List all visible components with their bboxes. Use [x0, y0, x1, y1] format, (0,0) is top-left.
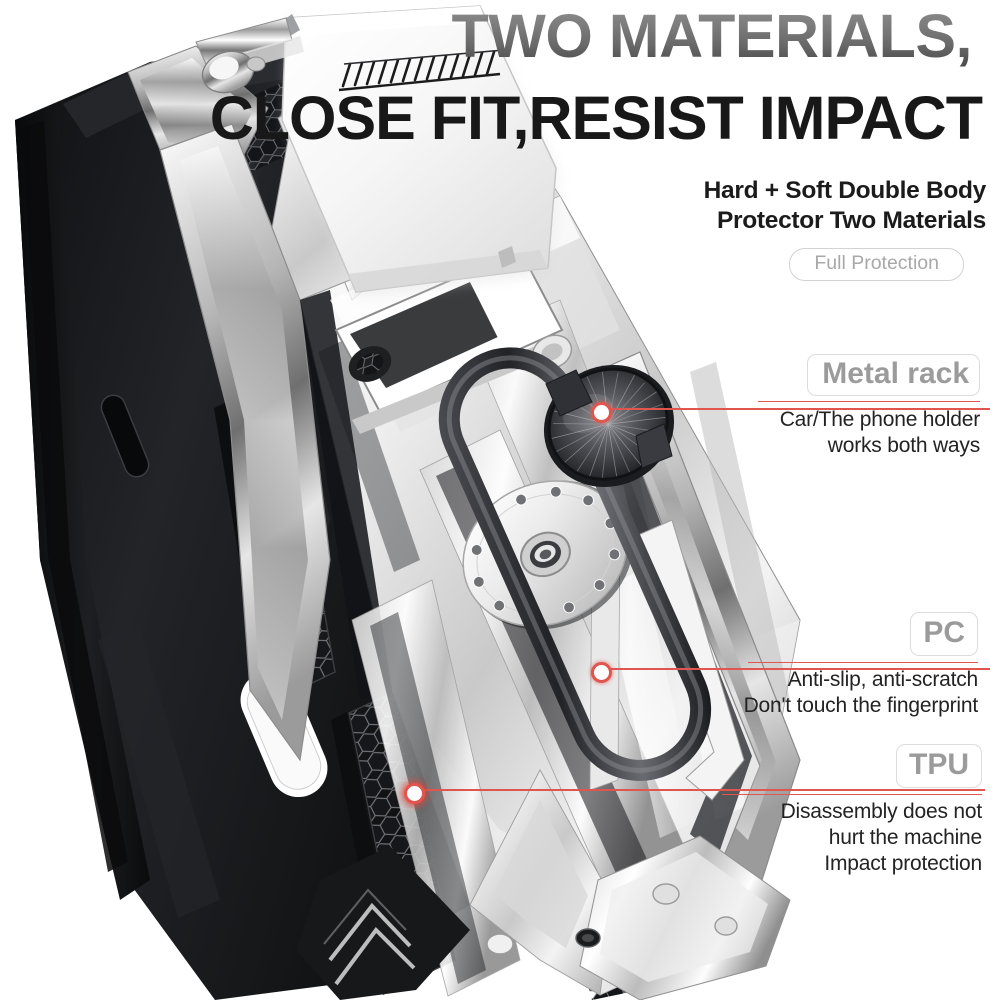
metal-rack-desc-line-1: Car/The phone holder [779, 408, 981, 432]
leader-line-metal-rack [604, 408, 990, 410]
tpu-tag-label: TPU [909, 748, 969, 781]
tpu-rule [722, 793, 982, 796]
pc-tag-box: PC [910, 612, 978, 656]
tpu-desc-line-3: Impact protection [824, 851, 982, 875]
full-protection-badge: Full Protection [789, 247, 964, 282]
magnetic-plate [462, 480, 633, 630]
metal-rack-tag-label: Metal rack [822, 357, 969, 390]
tpu-desc-line-1: Disassembly does not [780, 800, 983, 824]
camera-slider-cover [281, 5, 557, 293]
callout-tpu: TPU Disassembly does not hurt the machin… [722, 744, 982, 876]
tpu-tag-box: TPU [896, 744, 982, 788]
metal-ring-holder [438, 347, 712, 781]
callout-metal-rack: Metal rack Car/The phone holder works bo… [758, 354, 980, 459]
pointer-dot-metal-rack [591, 402, 612, 423]
metal-rack-desc-line-2: works both ways [827, 433, 980, 457]
leader-line-pc [604, 668, 990, 670]
pc-desc-line-2: Don't touch the fingerprint [743, 693, 979, 717]
pc-desc-line-1: Anti-slip, anti-scratch [787, 668, 978, 692]
pc-tag-label: PC [923, 616, 965, 649]
subtitle-line-2: Protector Two Materials [716, 206, 986, 234]
metal-rack-rule [758, 400, 980, 403]
metal-rack-tag-box: Metal rack [807, 354, 980, 396]
bottom-tpu-bumper [296, 846, 470, 1000]
pointer-dot-pc [591, 662, 612, 683]
leader-line-tpu [417, 789, 985, 791]
bottom-bracket [486, 835, 791, 1000]
subtitle-block: Hard + Soft Double Body Protector Two Ma… [566, 176, 987, 282]
subtitle-line-1: Hard + Soft Double Body [703, 177, 987, 204]
pc-rule [748, 661, 978, 664]
pointer-dot-tpu [404, 783, 425, 804]
slider-arm [195, 17, 304, 94]
tpu-desc-line-2: hurt the machine [828, 825, 982, 849]
callout-pc: PC Anti-slip, anti-scratch Don't touch t… [744, 612, 978, 719]
